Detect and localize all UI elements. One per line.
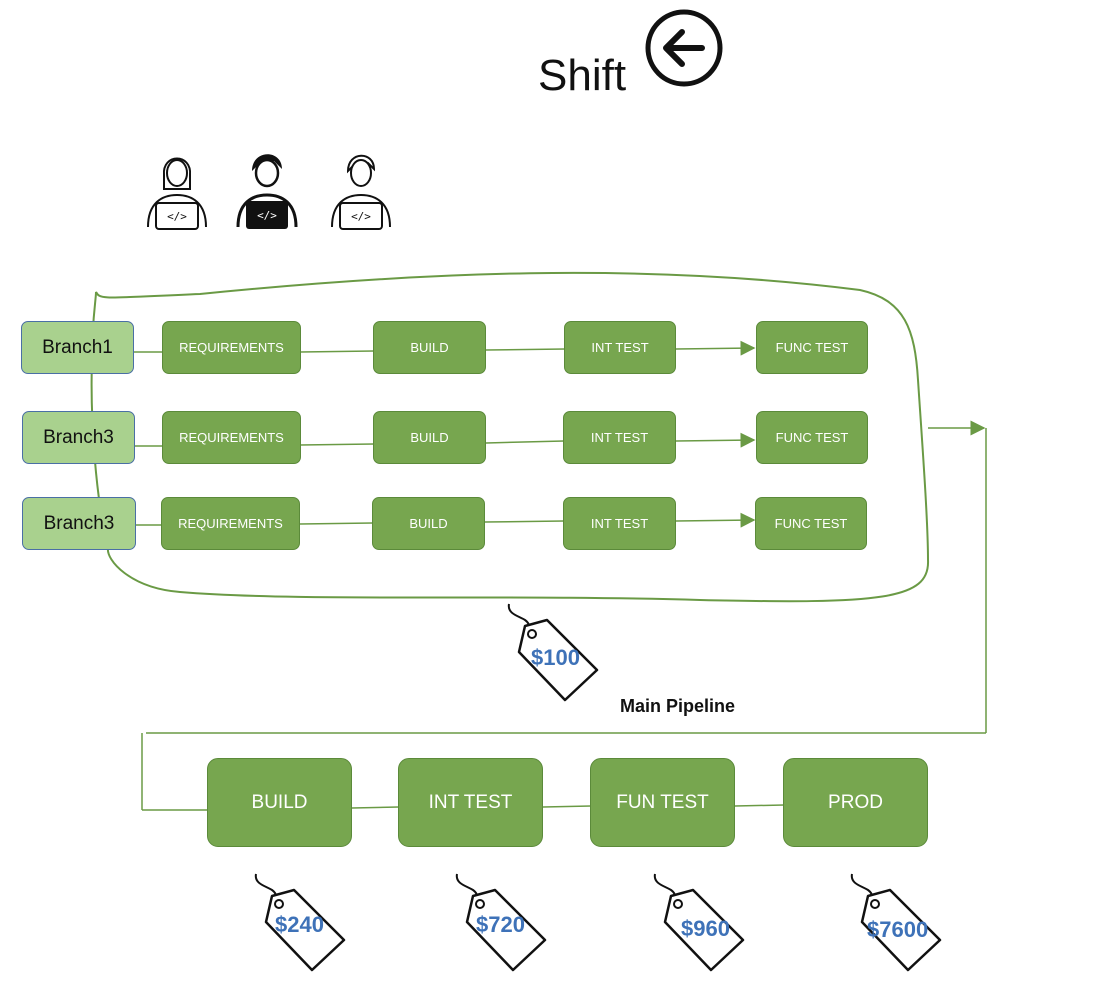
main-cost-prod: $7600 — [867, 917, 929, 942]
stage-requirements[interactable]: REQUIREMENTS — [162, 411, 301, 464]
stage-build[interactable]: BUILD — [373, 321, 486, 374]
main-stage-build[interactable]: BUILD — [207, 758, 352, 847]
main-stage-fun-test[interactable]: FUN TEST — [590, 758, 735, 847]
stage-func-test[interactable]: FUNC TEST — [756, 411, 868, 464]
stage-int-test[interactable]: INT TEST — [563, 497, 676, 550]
price-tag-icon — [455, 873, 547, 972]
main-cost-fun-test: $960 — [681, 916, 730, 941]
branch-label[interactable]: Branch3 — [22, 411, 135, 464]
svg-text:</>: </> — [351, 210, 371, 223]
stage-build[interactable]: BUILD — [372, 497, 485, 550]
developer-icon: </> — [147, 157, 207, 230]
stage-int-test[interactable]: INT TEST — [563, 411, 676, 464]
price-tag-icon — [507, 603, 599, 702]
price-tag-icon — [653, 873, 745, 972]
svg-text:</>: </> — [257, 209, 277, 222]
arrow-left-circle-icon[interactable] — [644, 8, 724, 88]
branch-label[interactable]: Branch3 — [22, 497, 136, 550]
page-title: Shift — [538, 51, 627, 100]
main-cost-build: $240 — [275, 912, 324, 937]
stage-func-test[interactable]: FUNC TEST — [755, 497, 867, 550]
svg-text:</>: </> — [167, 210, 187, 223]
stage-requirements[interactable]: REQUIREMENTS — [162, 321, 301, 374]
main-cost-int-test: $720 — [476, 912, 525, 937]
main-pipeline-label: Main Pipeline — [620, 696, 736, 716]
stage-build[interactable]: BUILD — [373, 411, 486, 464]
branch-label[interactable]: Branch1 — [21, 321, 134, 374]
stage-func-test[interactable]: FUNC TEST — [756, 321, 868, 374]
main-stage-int-test[interactable]: INT TEST — [398, 758, 543, 847]
price-tag-icon — [254, 873, 346, 972]
branch-cost: $100 — [531, 645, 580, 670]
developer-icon: </> — [236, 154, 298, 229]
price-tag-icon — [850, 873, 942, 972]
developer-icon: </> — [331, 154, 391, 230]
stage-int-test[interactable]: INT TEST — [564, 321, 676, 374]
stage-requirements[interactable]: REQUIREMENTS — [161, 497, 300, 550]
main-stage-prod[interactable]: PROD — [783, 758, 928, 847]
